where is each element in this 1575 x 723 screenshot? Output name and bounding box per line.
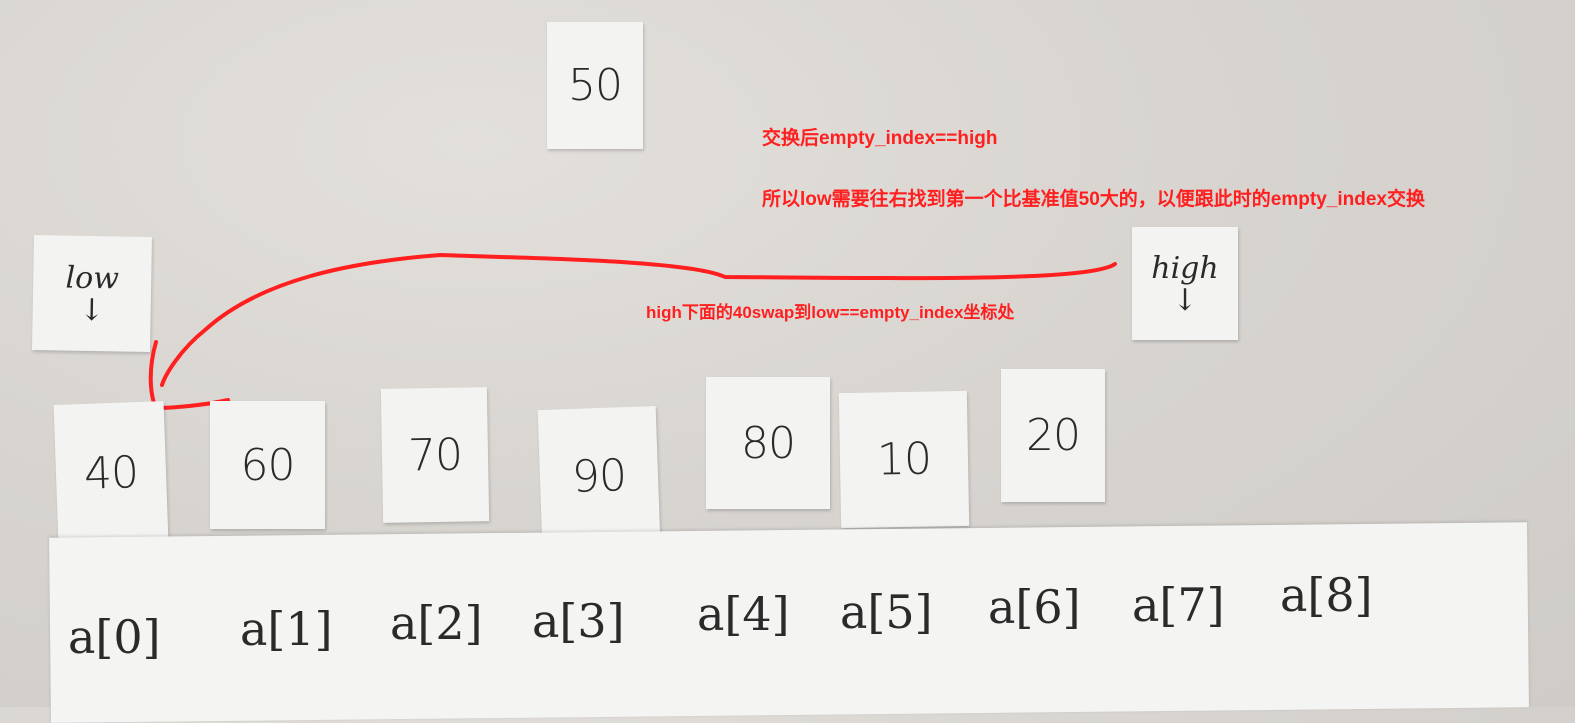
index-label: a[4] [697,587,790,641]
value-text: 90 [571,450,627,503]
annotation-line-2: 所以low需要往右找到第一个比基准值50大的，以便跟此时的empty_index… [762,189,1425,210]
low-down-arrow-icon: ↓ [78,292,105,329]
value-card: 40 [53,401,169,545]
pivot-value: 50 [568,60,623,111]
index-label: a[7] [1132,578,1225,632]
index-label: a[3] [532,594,625,648]
value-text: 20 [1026,410,1081,461]
index-label: a[8] [1280,568,1373,622]
high-label: high [1151,251,1219,286]
annotation-swap: high下面的40swap到low==empty_index坐标处 [646,303,1015,322]
value-card: 70 [380,387,490,523]
index-label: a[1] [240,602,333,656]
value-text: 60 [240,439,296,491]
value-text: 40 [83,446,139,500]
value-card: 20 [1001,369,1105,502]
index-label: a[5] [840,585,933,639]
high-pointer-card: high ↓ [1132,227,1238,340]
index-label: a[6] [988,580,1081,634]
pivot-card: 50 [547,22,643,149]
value-card: 80 [706,377,830,509]
low-label: low [65,260,120,297]
index-label: a[0] [68,610,161,664]
high-down-arrow-icon: ↓ [1172,283,1198,318]
value-card: 60 [210,401,325,529]
value-text: 10 [876,433,932,486]
value-text: 80 [741,417,796,469]
index-label: a[2] [390,596,483,650]
low-pointer-card: low ↓ [32,234,152,353]
value-text: 70 [407,429,463,481]
annotation-line-1: 交换后empty_index==high [762,128,998,149]
value-card: 10 [838,390,970,529]
value-card: 90 [537,405,661,548]
